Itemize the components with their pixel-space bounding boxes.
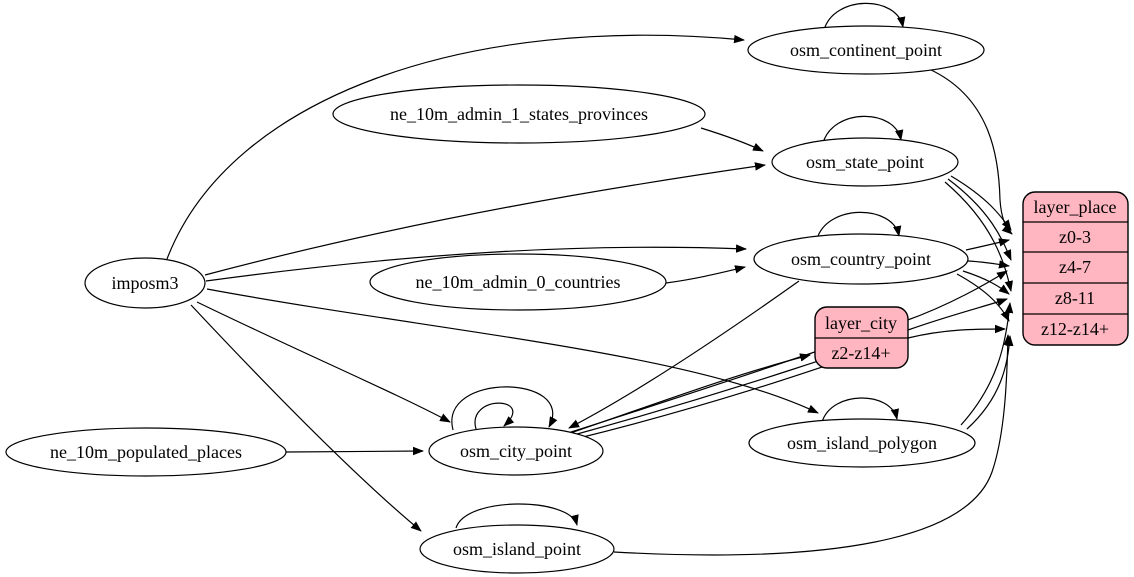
node-osm_state_point: osm_state_point — [771, 137, 959, 187]
edge-imposm3-to-osm_island_point — [190, 304, 422, 532]
edge-osm_state_point-to-layer_place-z4-7 — [947, 178, 1012, 261]
edge-self-loop-osm_island_point — [455, 503, 579, 529]
edge-self-loop-inner-osm_city_point — [474, 402, 515, 430]
edge-self-loop-osm_country_point — [816, 211, 902, 240]
node-label: osm_country_point — [791, 249, 931, 269]
edge-osm_island_point-to-layer_place-z12-z14 — [613, 334, 1012, 556]
node-ellipse — [753, 233, 969, 285]
edge-imposm3-to-osm_state_point — [204, 162, 766, 276]
edge-ne_10m_admin_1_states_provinces-to-osm_state_point — [700, 127, 764, 152]
edge-osm_island_polygon-to-layer_place-z8-11 — [960, 302, 1014, 426]
node-label: ne_10m_admin_0_countries — [416, 272, 621, 292]
node-label: osm_island_point — [453, 539, 581, 559]
node-ellipse — [748, 418, 976, 468]
node-ne_10m_admin_1_states_provinces: ne_10m_admin_1_states_provinces — [332, 84, 706, 144]
record-row-z12-z14: z12-z14+ — [1041, 319, 1109, 339]
edge-osm_country_point-to-layer_place-z0-3 — [965, 238, 1010, 251]
node-ellipse — [771, 137, 959, 187]
node-osm_island_point: osm_island_point — [419, 524, 615, 574]
edge-self-loop-osm_island_polygon — [821, 397, 899, 423]
node-osm_island_polygon: osm_island_polygon — [748, 418, 976, 468]
edge-imposm3-to-osm_continent_point — [166, 34, 745, 260]
node-ellipse — [5, 427, 287, 477]
node-ellipse — [332, 84, 706, 144]
edge-osm_country_point-to-layer_place-z8-11 — [962, 270, 1010, 295]
node-ellipse — [84, 257, 206, 309]
edge-osm_state_point-to-layer_place-z0-3 — [950, 175, 1012, 231]
node-osm_country_point: osm_country_point — [753, 233, 969, 285]
record-layer_place: layer_place z0-3 z4-7 z8-11 z12-z14+ — [1022, 191, 1129, 346]
node-ellipse — [369, 253, 667, 311]
edge-ne_10m_admin_0_countries-to-osm_country_point — [665, 265, 746, 284]
edge-osm_island_polygon-to-layer_place-z12-z14 — [966, 335, 1014, 430]
node-ellipse — [419, 524, 615, 574]
record-row-z0-3: z0-3 — [1059, 227, 1091, 247]
record-row-z8-11: z8-11 — [1055, 288, 1095, 308]
record-box — [1022, 191, 1129, 346]
record-row-z2-z14: z2-z14+ — [831, 343, 890, 363]
node-ne_10m_populated_places: ne_10m_populated_places — [5, 427, 287, 477]
edge-osm_country_point-to-layer_place-z12-z14 — [956, 273, 1010, 322]
node-ellipse — [747, 25, 985, 75]
edge-imposm3-to-osm_city_point — [196, 301, 451, 423]
edge-osm_state_point-to-layer_place-z8-11 — [944, 181, 1013, 292]
node-osm_city_point: osm_city_point — [428, 426, 604, 476]
edge-self-loop-osm_continent_point — [823, 2, 906, 31]
edge-osm_city_point-to-layer_city-z2-z14 — [558, 353, 811, 438]
node-ne_10m_admin_0_countries: ne_10m_admin_0_countries — [369, 253, 667, 311]
node-label: ne_10m_populated_places — [50, 442, 242, 462]
node-label: osm_island_polygon — [787, 433, 937, 453]
edge-osm_city_point-to-layer_place-z8-11 — [569, 298, 1008, 437]
node-label: osm_city_point — [460, 441, 572, 461]
edge-imposm3-to-osm_island_polygon — [206, 288, 819, 414]
record-title: layer_city — [825, 313, 897, 333]
node-imposm3: imposm3 — [84, 257, 206, 309]
record-layer_city: layer_city z2-z14+ — [814, 306, 909, 369]
edge-osm_country_point-to-layer_place-z4-7 — [967, 260, 1010, 269]
node-label: imposm3 — [111, 273, 178, 293]
edge-osm_country_point-to-osm_city_point — [568, 280, 800, 429]
node-label: osm_state_point — [806, 152, 924, 172]
edge-self-loop-osm_state_point — [822, 115, 904, 144]
node-label: ne_10m_admin_1_states_provinces — [390, 104, 648, 124]
edge-imposm3-to-osm_country_point — [205, 244, 747, 282]
edge-osm_city_point-to-layer_place-z12-z14 — [574, 324, 1006, 440]
record-title: layer_place — [1034, 197, 1117, 217]
edge-self-loop-outer-osm_city_point — [451, 386, 558, 431]
edges — [166, 2, 1014, 556]
node-label: osm_continent_point — [790, 40, 942, 60]
record-row-z4-7: z4-7 — [1059, 257, 1091, 277]
node-ellipse — [428, 426, 604, 476]
edge-ne_10m_populated_places-to-osm_city_point — [285, 446, 424, 456]
node-osm_continent_point: osm_continent_point — [747, 25, 985, 75]
